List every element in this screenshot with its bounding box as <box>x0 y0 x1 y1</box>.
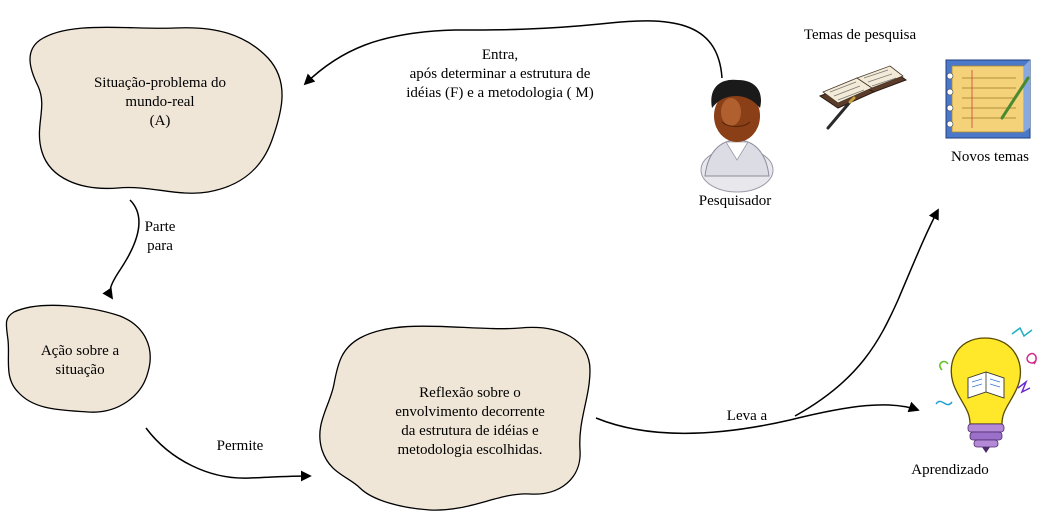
entra-line: Entra, <box>481 47 519 63</box>
arrow-permite <box>145 427 312 482</box>
reflexao-label: Reflexão sobre o envolvimento decorrente… <box>370 384 570 460</box>
arrow-leva-novos-temas <box>794 208 939 417</box>
entra-label: Entra, após determinar a estrutura de id… <box>340 46 660 103</box>
reflexao-line: da estrutura de idéias e <box>401 423 539 439</box>
situacao-blob <box>29 26 283 194</box>
parte-line: para <box>147 238 173 254</box>
parte-label: Parte para <box>130 218 190 256</box>
situacao-line: mundo-real <box>125 94 195 110</box>
parte-line: Parte <box>144 219 176 235</box>
permite-label: Permite <box>216 438 264 454</box>
situacao-label: Situação-problema do mundo-real (A) <box>70 74 250 131</box>
reflexao-blob <box>319 325 591 511</box>
acao-line: situação <box>55 362 105 378</box>
aprendizado-caption: Aprendizado <box>911 462 989 478</box>
reflexao-line: metodologia escolhidas. <box>397 442 543 458</box>
pesquisador-caption: Pesquisador <box>698 193 772 209</box>
reflexao-line: Reflexão sobre o <box>419 385 521 401</box>
leva-label: Leva a <box>726 408 768 424</box>
acao-blob <box>5 304 151 413</box>
notebook-icon <box>945 59 1031 139</box>
lightbulb-icon <box>935 326 1037 453</box>
situacao-line: (A) <box>149 113 171 129</box>
entra-line: após determinar a estrutura de <box>409 66 591 82</box>
reflexao-line: envolvimento decorrente <box>395 404 545 420</box>
arrow-parte <box>102 199 140 300</box>
novos-temas-caption: Novos temas <box>951 149 1029 165</box>
acao-line: Ação sobre a <box>40 343 120 359</box>
open-book-icon <box>818 65 908 130</box>
person-icon <box>700 79 774 193</box>
situacao-line: Situação-problema do <box>93 75 227 91</box>
arrow-leva-aprendizado <box>595 401 920 434</box>
temas-caption: Temas de pesquisa <box>803 27 917 43</box>
arrow-entra <box>303 20 723 86</box>
entra-line: idéias (F) e a metodologia ( M) <box>406 85 594 101</box>
acao-label: Ação sobre a situação <box>20 342 140 380</box>
